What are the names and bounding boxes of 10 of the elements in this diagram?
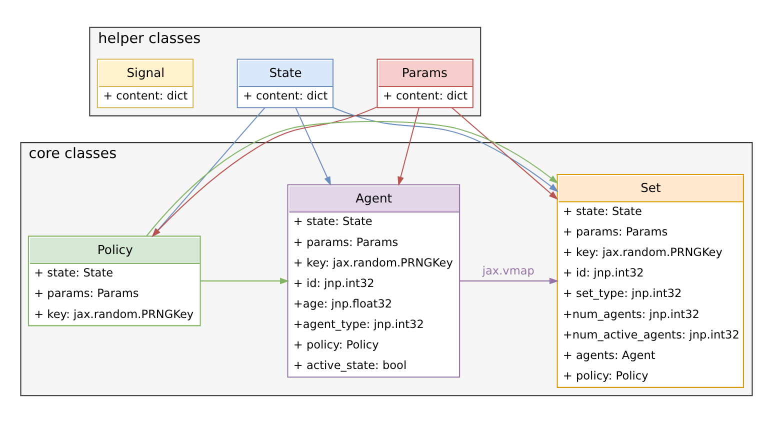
arrow [146,120,558,236]
arrow [333,106,558,192]
arrow [398,107,420,186]
arrow [200,277,290,284]
arrow [152,106,266,237]
arrow [451,106,558,200]
edge-label: jax.vmap [482,264,534,278]
arrow [295,106,332,186]
arrow [460,277,559,284]
arrow [152,106,378,237]
